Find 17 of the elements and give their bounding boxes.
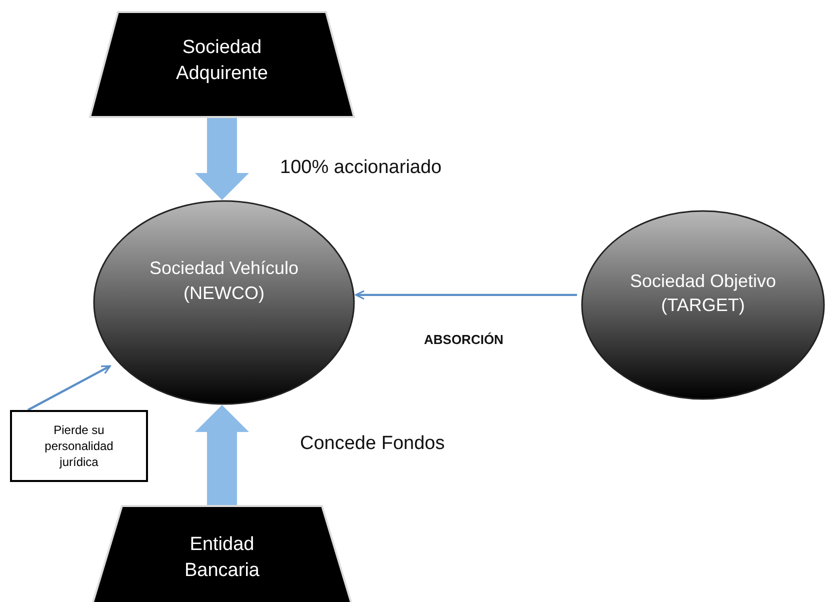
trapezoid-shape [90, 12, 354, 117]
ellipse-shape [581, 210, 825, 400]
node-label: Entidad Bancaria [184, 533, 260, 583]
block-arrow [195, 118, 249, 200]
node-label: Sociedad Adquirente [175, 36, 269, 86]
edge-label: 100% accionariado [280, 157, 442, 179]
node-label: Sociedad Objetivo (TARGET) [628, 270, 778, 317]
node-label: Sociedad Vehículo (NEWCO) [148, 257, 300, 305]
edge-label: ABSORCIÓN [424, 332, 504, 347]
text-box [10, 410, 148, 482]
node-label: Pierde su personalidad jurídica [44, 422, 114, 470]
ellipse-shape [93, 200, 355, 405]
arrow [355, 290, 577, 300]
block-arrow [195, 405, 249, 505]
arrow [27, 365, 111, 411]
trapezoid-shape [90, 506, 354, 602]
edge-label: Concede Fondos [300, 433, 445, 455]
